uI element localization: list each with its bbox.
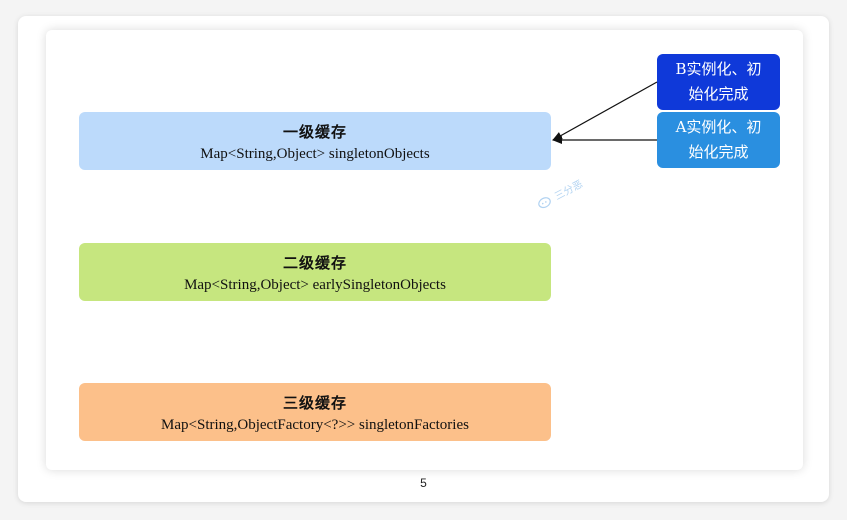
- level-2-cache-map: Map<String,Object> earlySingletonObjects: [184, 277, 446, 293]
- watermark: 三分恶: [534, 175, 585, 211]
- level-1-cache-box: 一级缓存 Map<String,Object> singletonObjects: [79, 112, 551, 170]
- page-number: 5: [420, 476, 427, 490]
- chat-bubble-icon: [538, 197, 551, 209]
- bean-a-state-line1: A实例化、初: [675, 118, 762, 136]
- bean-b-state-box: B实例化、初 始化完成: [657, 54, 780, 110]
- level-1-cache-map: Map<String,Object> singletonObjects: [200, 146, 430, 162]
- bean-b-state-line2: 始化完成: [688, 85, 749, 103]
- level-3-cache-box: 三级缓存 Map<String,ObjectFactory<?>> single…: [79, 383, 551, 441]
- level-3-cache-title: 三级缓存: [282, 394, 347, 412]
- bean-b-state-line1: B实例化、初: [675, 60, 762, 78]
- level-2-cache-title: 二级缓存: [282, 254, 347, 272]
- level-1-cache-title: 一级缓存: [282, 123, 347, 141]
- level-3-cache-map: Map<String,ObjectFactory<?>> singletonFa…: [161, 417, 469, 433]
- level-2-cache-box: 二级缓存 Map<String,Object> earlySingletonOb…: [79, 243, 551, 301]
- bean-a-state-box: A实例化、初 始化完成: [657, 112, 780, 168]
- bean-a-state-line2: 始化完成: [688, 143, 749, 161]
